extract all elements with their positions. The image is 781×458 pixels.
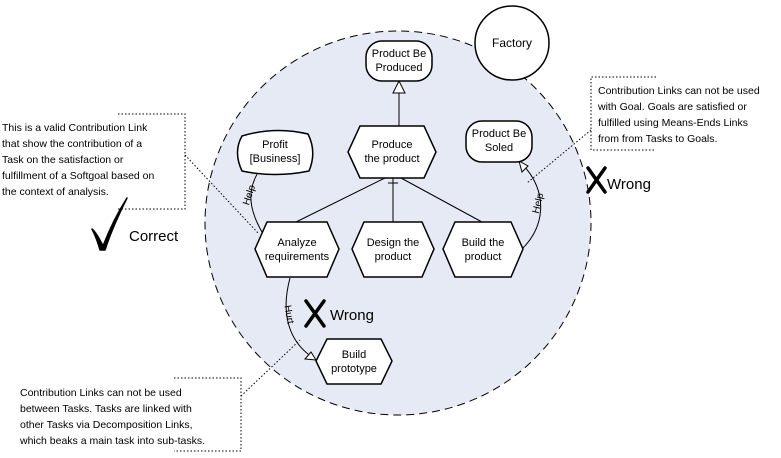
note-bottom-line2: between Tasks. Tasks are linked with (20, 403, 192, 415)
note-left: This is a valid Contribution Link that s… (2, 113, 186, 210)
task-produce-the-product[interactable]: Produce the product (347, 125, 437, 179)
goal-product-be-produced-line1: Product Be (372, 48, 426, 60)
decomp-link-analyze (295, 177, 386, 223)
task-design-line2: product (375, 251, 412, 263)
actor-factory-circle[interactable] (474, 5, 550, 81)
note-left-line3: Task on the satisfaction or (2, 154, 124, 166)
softgoal-profit-line1: Profit (262, 139, 288, 151)
means-ends-arrowhead (392, 79, 406, 94)
note-left-line4: fulfillment of a Softgoal based on (2, 170, 155, 182)
note-right-line4: from from Tasks to Goals. (598, 133, 717, 145)
note-left-line5: the context of analysis. (2, 186, 109, 198)
goal-product-be-soled-line2: Soled (485, 142, 513, 154)
note-left-line2: that show the contribution of a (2, 138, 142, 150)
note-bottom-line4: which beaks a main task into sub-tasks. (19, 435, 205, 447)
help-link-right (514, 163, 542, 256)
correct-label: Correct (129, 228, 179, 245)
goal-product-be-produced[interactable]: Product Be Produced (365, 40, 433, 82)
task-build-prototype-line1: Build (342, 349, 366, 361)
task-produce-line2: the product (364, 153, 419, 165)
note-bottom-pointer (240, 339, 301, 397)
check-mark-icon (91, 197, 128, 251)
softgoal-profit-line2: [Business] (250, 153, 301, 165)
task-build-prototype[interactable]: Build prototype (315, 338, 393, 385)
note-right: Contribution Links can not be used with … (590, 76, 760, 151)
task-design-line1: Design the (367, 237, 420, 249)
decomp-link-build (400, 177, 483, 223)
goal-product-be-produced-line2: Produced (375, 62, 422, 74)
task-build-line1: Build the (462, 237, 505, 249)
note-bottom-line1: Contribution Links can not be used (20, 387, 182, 399)
hurt-link-label: Hurt (281, 304, 295, 325)
task-build-line2: product (465, 251, 502, 263)
wrong-x-right-icon (586, 166, 607, 194)
hurt-link-arrowhead (303, 351, 317, 361)
help-link-right-label: Help (531, 192, 547, 215)
task-analyze-line1: Analyze (277, 237, 316, 249)
note-right-line2: with Goal. Goals are satisfied or (597, 101, 747, 113)
wrong-x-middle-icon (304, 299, 326, 328)
wrong-label-middle: Wrong (330, 307, 374, 324)
task-analyze-requirements[interactable]: Analyze requirements (254, 221, 340, 278)
task-design-the-product[interactable]: Design the product (351, 221, 435, 278)
softgoal-profit[interactable]: Profit [Business] (236, 129, 314, 176)
note-bottom-line3: other Tasks via Decomposition Links, (20, 419, 193, 431)
actor-factory-label: Factory (492, 36, 532, 50)
goal-product-be-soled-line1: Product Be (472, 128, 526, 140)
task-build-the-product[interactable]: Build the product (442, 221, 524, 278)
note-right-line3: fulfilled using Means-Ends Links (598, 117, 748, 129)
task-analyze-line2: requirements (265, 251, 330, 263)
note-right-line1: Contribution Links can not be used (598, 85, 760, 97)
note-bottom: Contribution Links can not be used betwe… (19, 377, 242, 452)
note-left-pointer (184, 154, 259, 234)
task-build-prototype-line2: prototype (331, 363, 377, 375)
hurt-link (285, 277, 313, 358)
task-produce-line1: Produce (372, 139, 413, 151)
help-link-right-arrowhead (518, 159, 529, 173)
note-left-line1: This is a valid Contribution Link (2, 122, 148, 134)
goal-product-be-soled[interactable]: Product Be Soled (465, 120, 533, 163)
wrong-label-right: Wrong (607, 176, 651, 193)
